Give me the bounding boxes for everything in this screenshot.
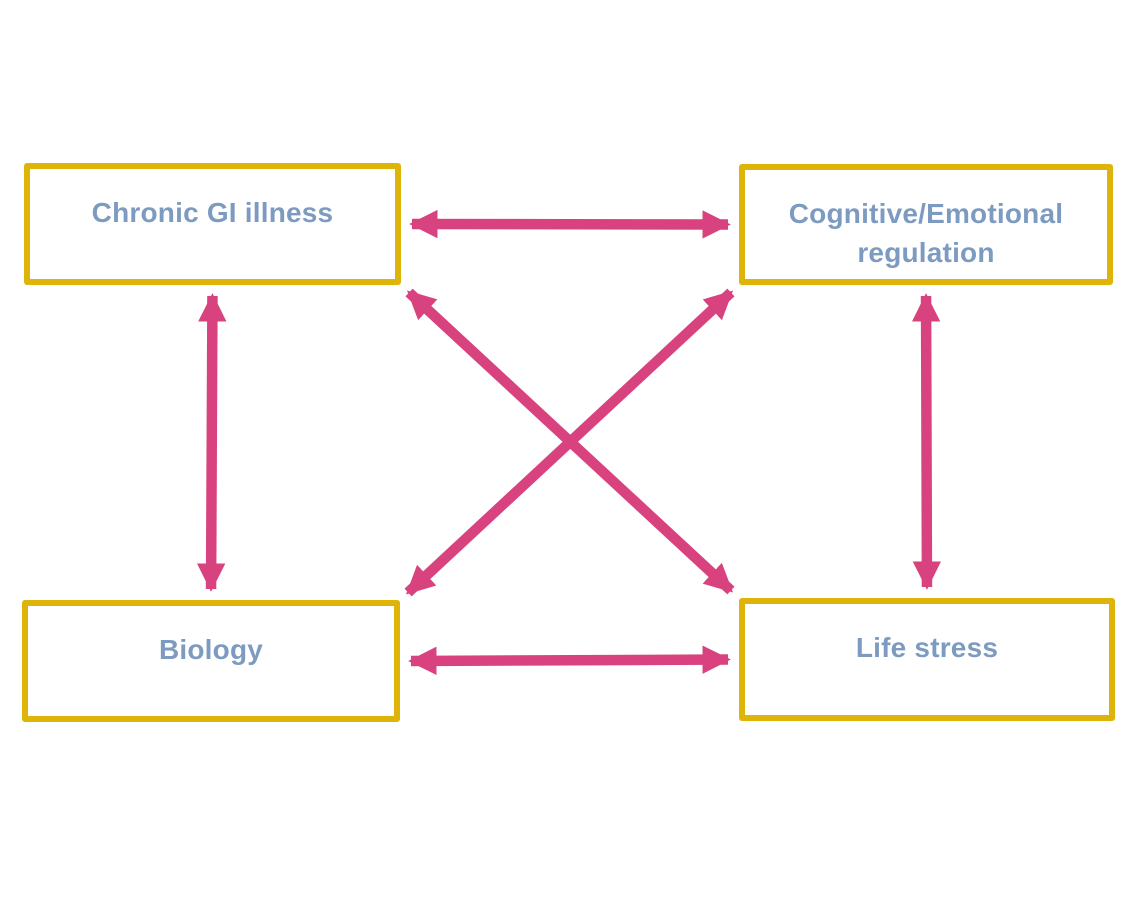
edge-chronic-gi-biology xyxy=(196,293,227,592)
edge-cognitive-emotional-biology xyxy=(404,288,735,597)
node-cognitive-emotional-regulation[interactable]: Cognitive/Emotional regulation xyxy=(739,164,1113,285)
node-biology[interactable]: Biology xyxy=(22,600,400,722)
node-life-stress[interactable]: Life stress xyxy=(739,598,1115,721)
node-label: Chronic GI illness xyxy=(91,197,334,228)
edge-biology-life-stress xyxy=(408,645,731,676)
node-label: Biology xyxy=(158,634,264,665)
node-label: Cognitive/Emotional regulation xyxy=(788,198,1064,268)
node-label: Life stress xyxy=(855,632,999,663)
node-chronic-gi-illness[interactable]: Chronic GI illness xyxy=(24,163,401,285)
edge-chronic-gi-life-stress xyxy=(405,288,735,595)
edge-cognitive-emotional-life-stress xyxy=(911,293,942,590)
